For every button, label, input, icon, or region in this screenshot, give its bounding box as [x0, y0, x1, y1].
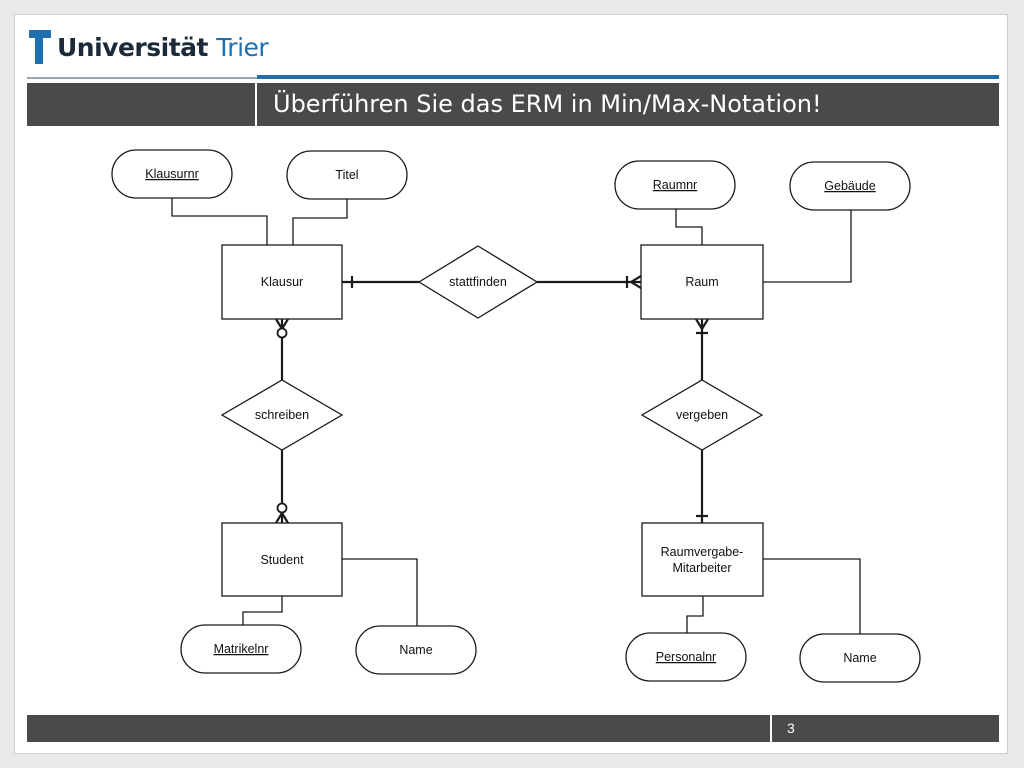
attribute-raumnr-label: Raumnr — [653, 178, 697, 192]
slide-title: Überführen Sie das ERM in Min/Max-Notati… — [273, 90, 822, 118]
header-line-right — [257, 75, 999, 79]
attribute-personalnr-label: Personalnr — [656, 650, 716, 664]
entity-klausur-label: Klausur — [261, 275, 303, 289]
university-logo: Universität Trier — [29, 27, 269, 67]
logo-text-main: Universität — [57, 32, 208, 62]
relationship-vergeben-label: vergeben — [676, 408, 728, 422]
entity-raum — [640, 244, 764, 320]
connector-klausurnr — [171, 198, 268, 245]
relationship-stattfinden-label: stattfinden — [449, 275, 507, 289]
marker-student-zero — [276, 502, 288, 514]
relationship-schreiben-label: schreiben — [255, 408, 309, 422]
entity-student-label: Student — [260, 553, 304, 567]
footer-bar: 3 — [27, 715, 999, 742]
logo-text-accent: Trier — [216, 32, 269, 62]
attribute-gebaeude — [789, 161, 911, 211]
attribute-student-name-label: Name — [399, 643, 432, 657]
footer-divider — [770, 715, 772, 742]
attribute-mitarbeiter-name — [799, 633, 921, 683]
entity-klausur — [221, 244, 343, 320]
university-logo-mark-icon — [29, 30, 51, 64]
attribute-student-name — [355, 625, 477, 675]
attribute-personalnr — [625, 632, 747, 682]
connector-student-name — [342, 558, 418, 626]
connector-titel — [292, 199, 348, 245]
entity-raumvergabe-label-line1: Raumvergabe- — [661, 545, 744, 559]
attribute-titel-label: Titel — [335, 168, 358, 182]
entity-raum-label: Raum — [685, 275, 718, 289]
attribute-klausurnr — [111, 149, 233, 199]
connector-matrikelnr — [242, 596, 283, 625]
connector-gebaeude — [763, 210, 852, 283]
header-line-left — [27, 77, 257, 79]
page-number: 3 — [787, 720, 795, 736]
relationship-stattfinden — [417, 245, 539, 319]
marker-raum-many — [628, 275, 642, 289]
relationship-vergeben — [640, 379, 764, 451]
relationship-schreiben — [220, 379, 344, 451]
title-bar: Überführen Sie das ERM in Min/Max-Notati… — [27, 83, 999, 126]
entity-student — [221, 522, 343, 597]
marker-raum-vergeben-many — [695, 318, 709, 332]
attribute-matrikelnr-label: Matrikelnr — [214, 642, 269, 656]
entity-raumvergabe-mitarbeiter — [641, 522, 764, 597]
connector-raumnr — [675, 209, 703, 245]
connector-personalnr — [686, 596, 704, 633]
attribute-matrikelnr — [180, 624, 302, 674]
marker-klausur-zero — [276, 327, 288, 339]
entity-raumvergabe-label-line2: Mitarbeiter — [672, 561, 731, 575]
er-diagram: Klausurnr Titel Raumnr Gebäude Matrikeln… — [111, 149, 921, 683]
attribute-klausurnr-label: Klausurnr — [145, 167, 199, 181]
attribute-gebaeude-label: Gebäude — [824, 179, 875, 193]
attribute-titel — [286, 150, 408, 200]
connector-mitarbeiter-name — [763, 558, 861, 634]
university-logo-text: Universität Trier — [57, 32, 269, 62]
attribute-raumnr — [614, 160, 736, 210]
title-bar-divider — [255, 83, 257, 126]
slide: Universität Trier Überführen Sie das ERM… — [14, 14, 1008, 754]
attribute-mitarbeiter-name-label: Name — [843, 651, 876, 665]
